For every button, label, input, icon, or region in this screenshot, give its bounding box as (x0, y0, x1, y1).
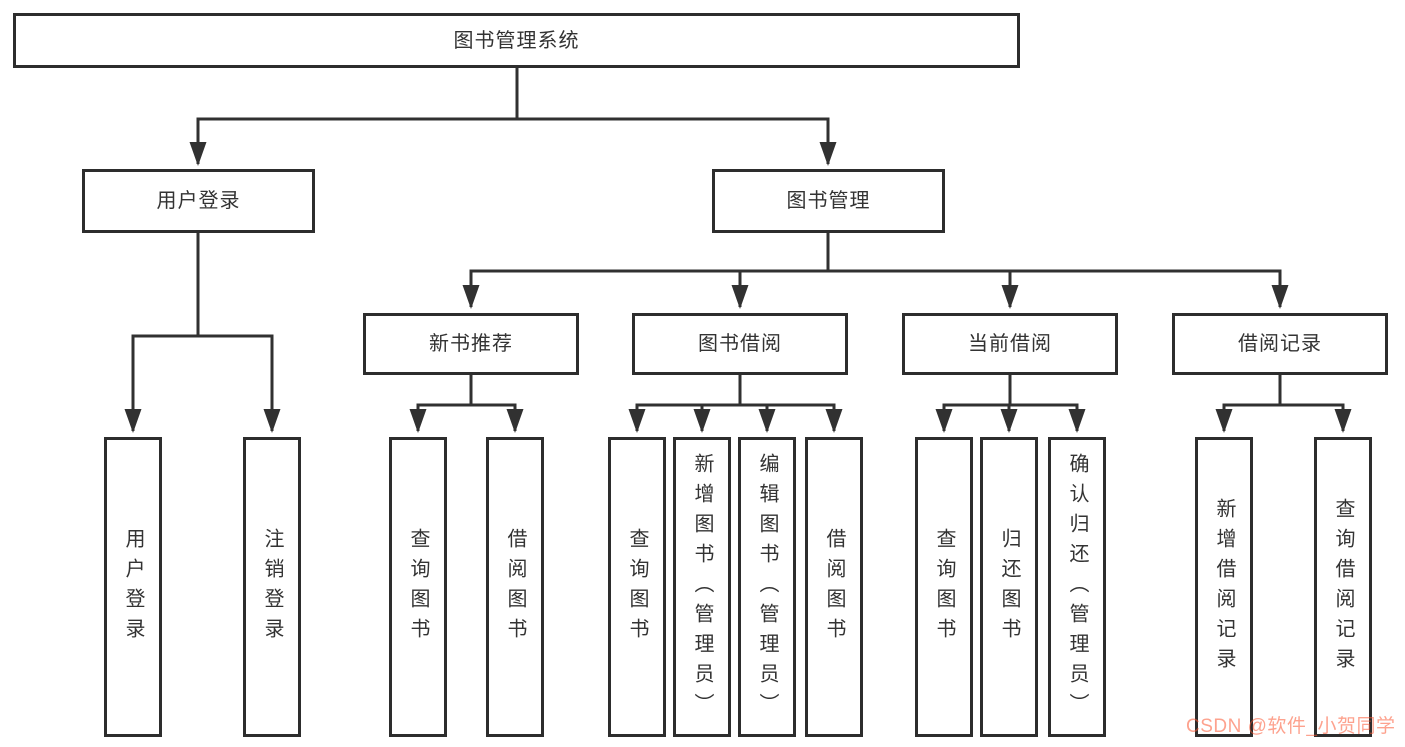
leaf-return-book: 归还图书 (980, 437, 1038, 737)
leaf-logout: 注销登录 (243, 437, 301, 737)
leaf-borrow-book: 借阅图书 (805, 437, 863, 737)
node-borrow-records: 借阅记录 (1172, 313, 1388, 375)
leaf-edit-book-admin: 编辑图书（管理员） (738, 437, 796, 737)
leaf-user-login: 用户登录 (104, 437, 162, 737)
node-current-borrow: 当前借阅 (902, 313, 1118, 375)
csdn-watermark: CSDN @软件_小贺同学 (1186, 716, 1396, 737)
leaf-query-book-current: 查询图书 (915, 437, 973, 737)
node-user-login: 用户登录 (82, 169, 315, 233)
leaf-borrow-book-recommend: 借阅图书 (486, 437, 544, 737)
node-new-book-recommend: 新书推荐 (363, 313, 579, 375)
leaf-add-book-admin: 新增图书（管理员） (673, 437, 731, 737)
node-book-management: 图书管理 (712, 169, 945, 233)
node-book-borrow: 图书借阅 (632, 313, 848, 375)
node-root: 图书管理系统 (13, 13, 1020, 68)
leaf-confirm-return-admin: 确认归还（管理员） (1048, 437, 1106, 737)
leaf-query-book-borrow: 查询图书 (608, 437, 666, 737)
leaf-add-borrow-record: 新增借阅记录 (1195, 437, 1253, 737)
leaf-query-book-recommend: 查询图书 (389, 437, 447, 737)
leaf-query-borrow-record: 查询借阅记录 (1314, 437, 1372, 737)
